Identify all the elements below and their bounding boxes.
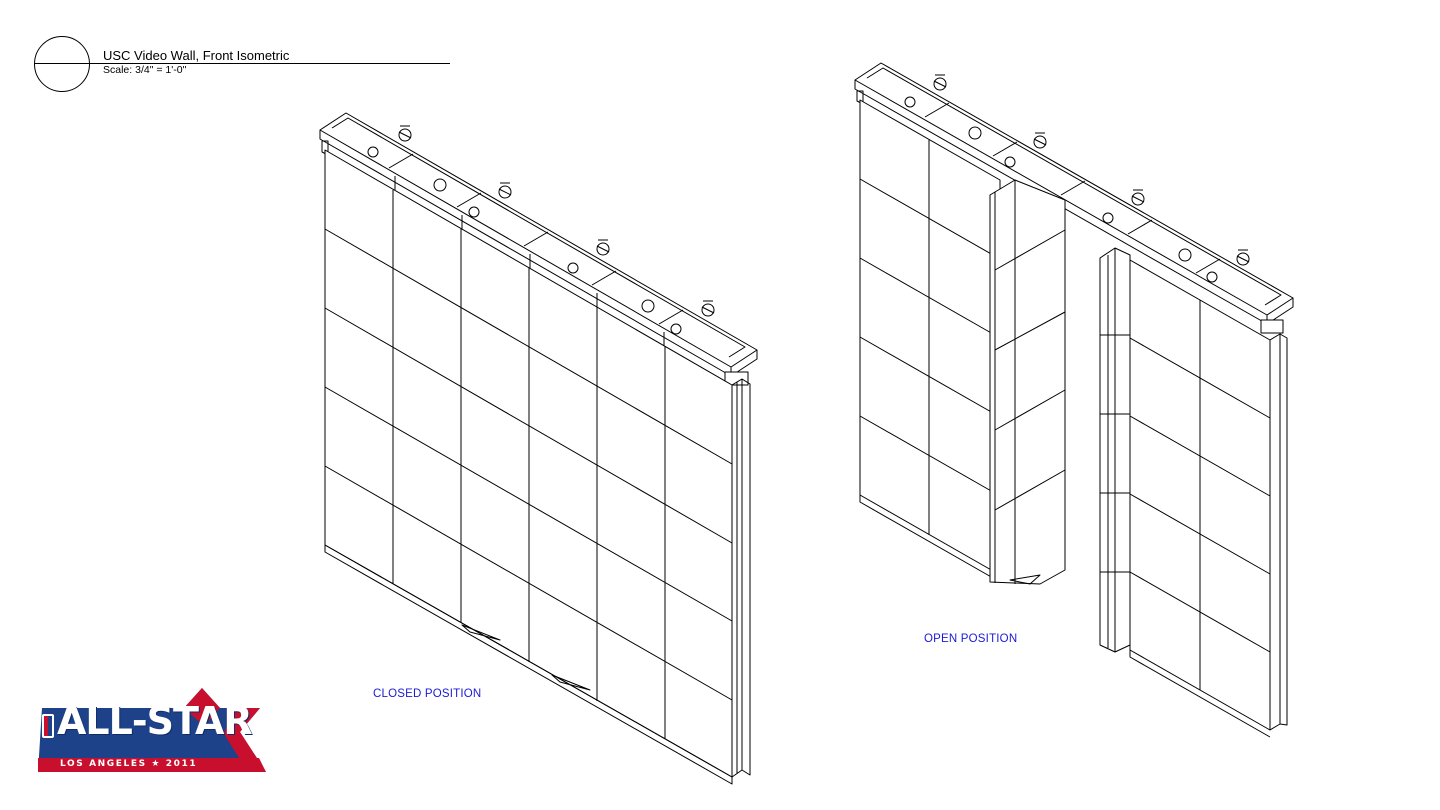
title-underline (34, 63, 450, 64)
open-truss-clamps (904, 74, 1250, 283)
logo-shape (38, 688, 266, 772)
closed-led-screen (324, 149, 751, 785)
closed-position-label: CLOSED POSITION (373, 688, 482, 700)
logo-wordmark: ALL-STAR (57, 699, 253, 743)
open-swung-panel-right (1099, 247, 1131, 653)
drawing-scale: Scale: 3/4" = 1'-0" (103, 64, 187, 76)
open-position-label: OPEN POSITION (924, 633, 1018, 645)
closed-wall (319, 112, 758, 785)
detail-callout-circle (34, 36, 90, 92)
open-wall (854, 62, 1294, 738)
all-star-logo: ALL-STAR LOS ANGELES ★ 2011 (34, 688, 270, 776)
closed-truss-clamps (367, 125, 715, 335)
open-right-panel (1129, 259, 1288, 738)
open-swung-panel-left (989, 179, 1066, 585)
open-left-panel (859, 99, 1001, 583)
title-block: USC Video Wall, Front Isometric Scale: 3… (34, 36, 454, 96)
drawing-title: USC Video Wall, Front Isometric (103, 48, 290, 63)
logo-subtitle: LOS ANGELES ★ 2011 (60, 759, 198, 769)
closed-truss (319, 112, 758, 386)
